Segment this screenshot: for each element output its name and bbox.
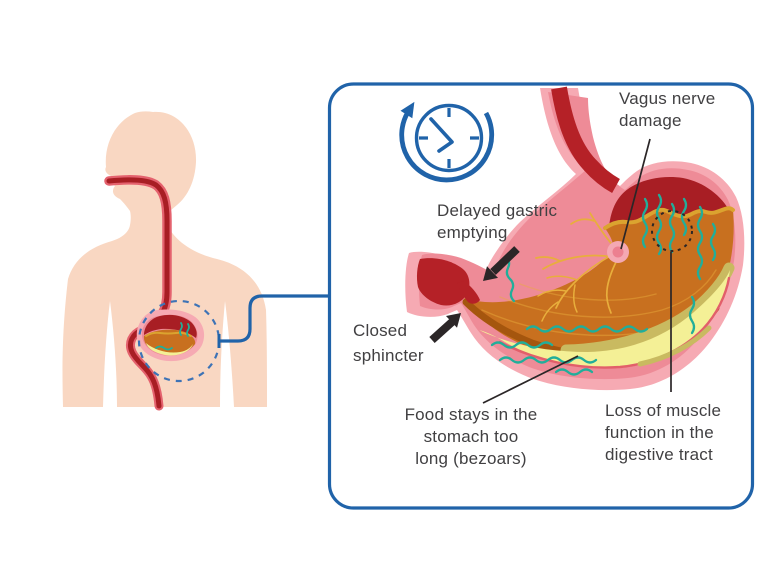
clock-arrowhead (400, 101, 415, 119)
closed-sphincter-label: Closed sphincter (353, 321, 424, 365)
fundus-interior (609, 177, 730, 227)
food-stays-label: Food stays in the stomach too long (bezo… (404, 405, 538, 468)
arrow-closed-sphincter (429, 313, 461, 343)
esophagus-lumen (551, 86, 621, 193)
abdomen-stomach-thumbnail (136, 309, 205, 362)
callout-connector-line (217, 294, 331, 348)
arrow-delayed-gastric-emptying (483, 246, 520, 281)
stomach-illustration (405, 86, 745, 391)
loss-of-muscle-label: Loss of muscle function in the digestive… (605, 401, 722, 464)
food-surface-wavy-line (603, 206, 735, 230)
detail-panel (327, 82, 755, 510)
bacteria-squiggles (490, 193, 717, 376)
delayed-gastric-emptying-label: Delayed gastric emptying (437, 201, 558, 242)
fluid-shadow-band (560, 262, 735, 356)
gastric-fluid-pool (479, 270, 730, 369)
nerve-damage-node (607, 241, 629, 263)
pointer-line-vagus (620, 138, 651, 250)
pointer-line-food (482, 355, 579, 404)
esophagus-line (104, 175, 172, 319)
bezoar-dotted-circle (651, 210, 693, 252)
body-figure (62, 111, 268, 411)
duodenum-lumen (416, 258, 480, 306)
closed-sphincter-pinch (457, 281, 480, 304)
clock-icon (399, 101, 495, 183)
duodenum-line (125, 325, 164, 411)
fluid-under-sliver (637, 325, 712, 367)
vagus-nerve-damage-label: Vagus nerve damage (619, 89, 716, 130)
pointer-lines (482, 138, 672, 404)
